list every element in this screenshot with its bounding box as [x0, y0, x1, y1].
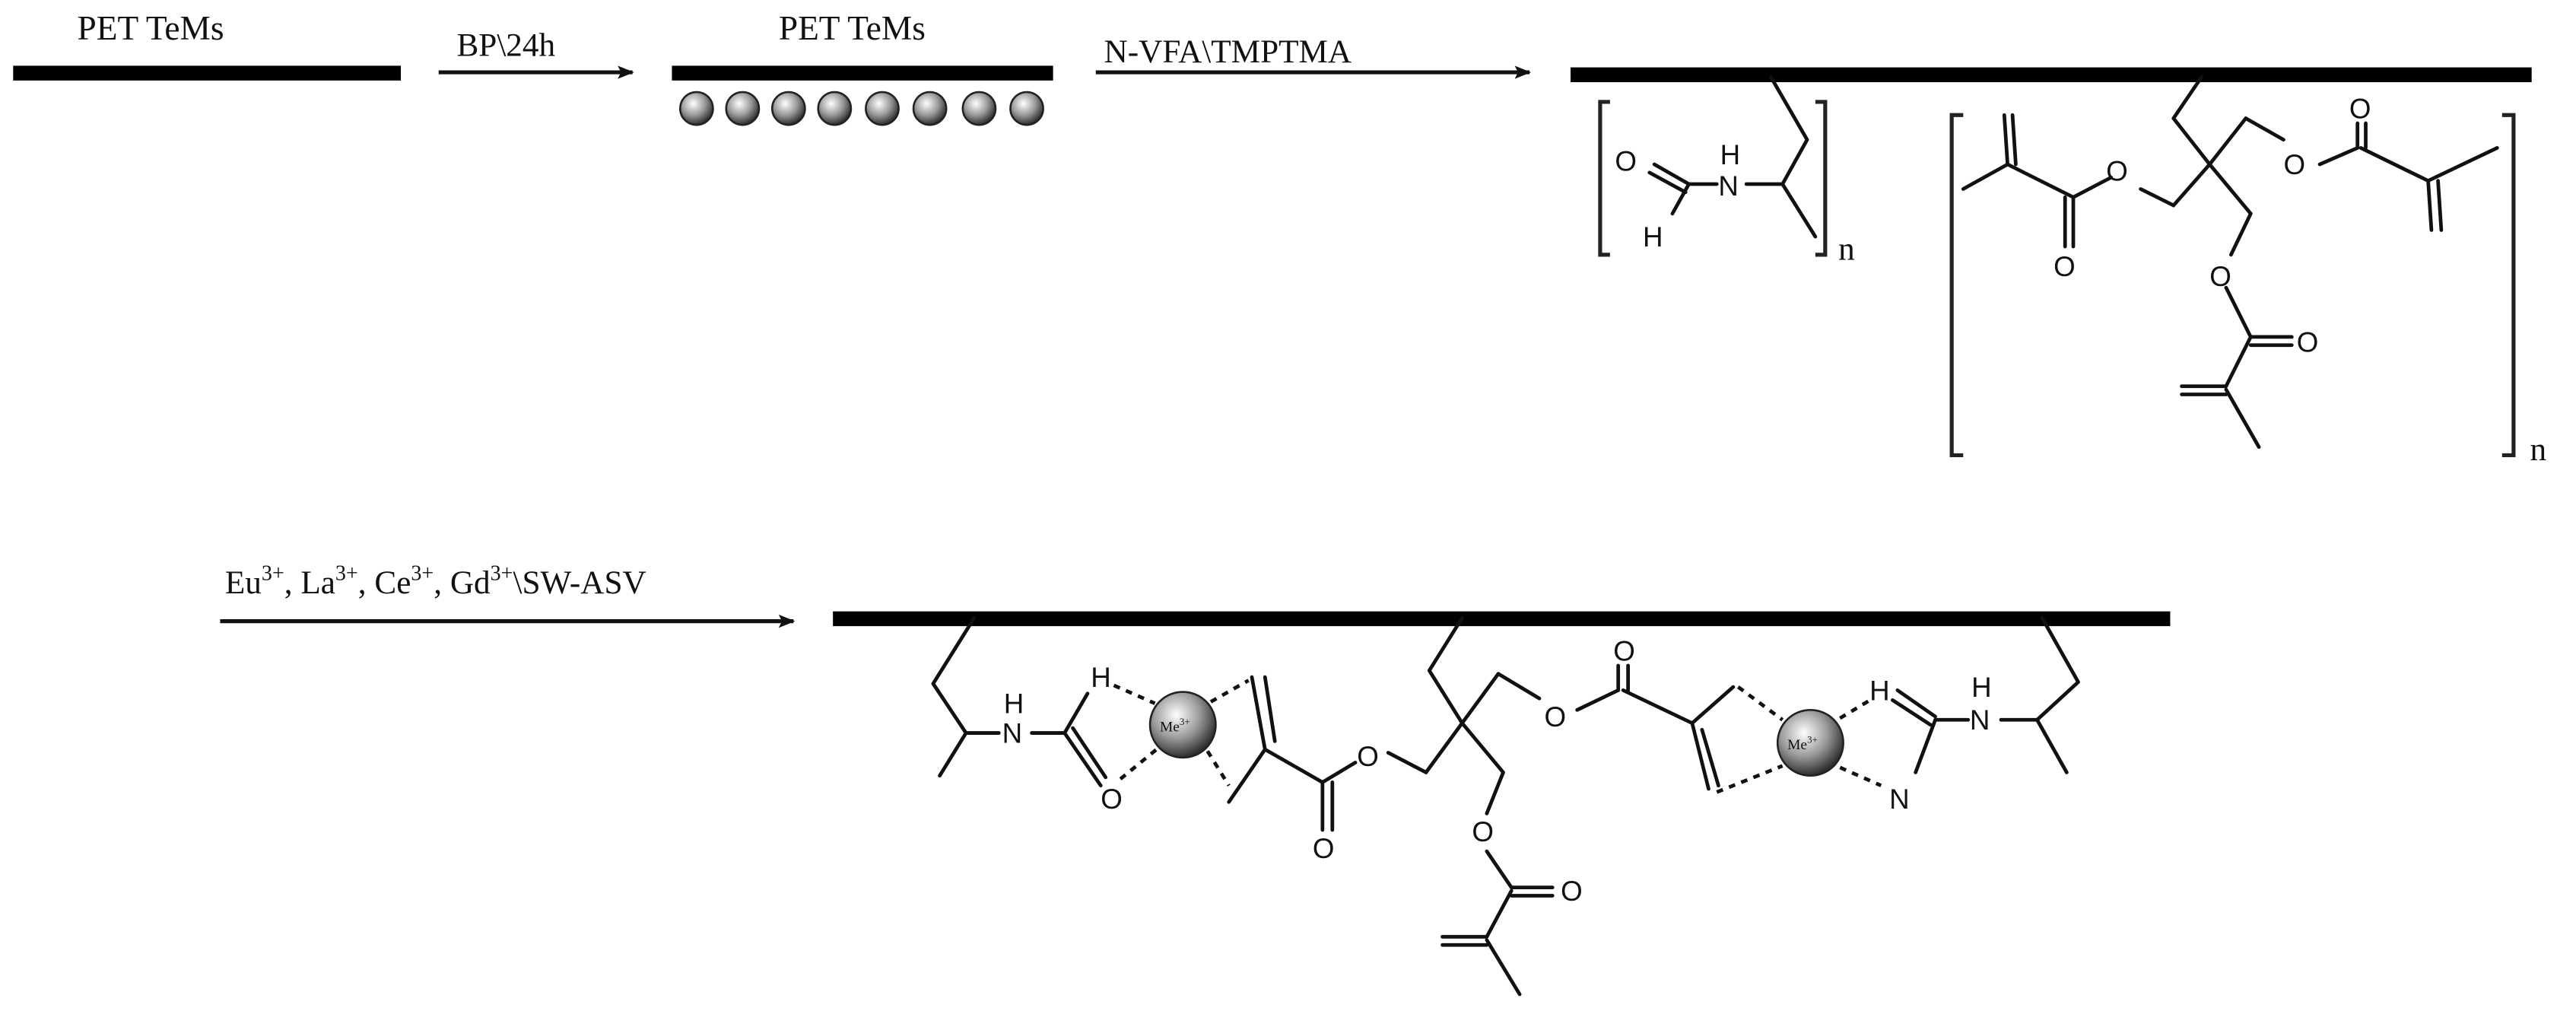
tmptma-repeat-unit: O O O O O O n: [1949, 75, 2547, 468]
step2-substrate: PET TeMs: [672, 9, 1053, 126]
repeat-n: n: [1838, 231, 1855, 267]
atom-o: O: [2053, 251, 2076, 282]
bead-icon: [678, 91, 714, 126]
atom-o: O: [1472, 816, 1494, 847]
bead-icon: [912, 91, 948, 126]
atom-n: N: [1718, 170, 1739, 202]
substrate-label: PET TeMs: [78, 9, 224, 47]
atom-n: N: [1002, 718, 1023, 749]
atom-o: O: [1544, 701, 1566, 733]
nvfa-repeat-unit: O H N H n: [1598, 75, 1855, 267]
bead-icon: [1009, 91, 1044, 126]
atom-o: O: [1313, 833, 1335, 864]
atom-o: O: [1613, 635, 1635, 666]
bead-icon: [817, 91, 853, 126]
bead-icon: [865, 91, 900, 126]
pet-membrane-bar: [13, 65, 402, 81]
atom-o: O: [1561, 876, 1583, 907]
atom-o: O: [2106, 156, 2128, 187]
atom-o: H: [1869, 675, 1890, 706]
bead-icon: [961, 91, 997, 126]
atom-o: O: [1615, 146, 1637, 177]
grafted-membrane-bar: [1571, 67, 2532, 83]
arrow-label-metals: Eu3+, La3+, Ce3+, Gd3+\SW-ASV: [225, 562, 646, 601]
atom-o: O: [2349, 94, 2371, 125]
pet-membrane-bar-2: [672, 65, 1053, 81]
atom-h: H: [1720, 139, 1741, 170]
metal-label: Me3+: [1787, 734, 1818, 754]
metal-ion-sphere-icon: [1776, 709, 1844, 777]
arrow-label-bp: BP\24h: [457, 27, 556, 63]
atom-o: O: [1357, 741, 1379, 772]
atom-h: N: [1889, 784, 1910, 815]
atom-o: O: [2297, 326, 2319, 358]
metal-complex-structure: H N H O Me3+ O O O: [931, 615, 2080, 997]
bead-icon: [770, 91, 806, 126]
atom-h: H: [1091, 662, 1111, 693]
substrate-label-2: PET TeMs: [779, 9, 926, 47]
bracket-right: [2501, 113, 2516, 458]
metal-label: Me3+: [1160, 716, 1190, 736]
step1-substrate: PET TeMs: [13, 9, 402, 81]
atom-o: O: [2209, 261, 2231, 292]
atom-h: H: [1004, 688, 1024, 720]
atom-h: H: [1971, 672, 1992, 703]
metal-ion-sphere-icon: [1148, 691, 1217, 759]
arrow-label-monomers: N-VFA\TMPTMA: [1104, 34, 1352, 70]
bead-icon: [725, 91, 761, 126]
atom-o: O: [2284, 149, 2306, 180]
bracket-right: [1815, 100, 1828, 257]
step2-arrow: N-VFA\TMPTMA: [1095, 34, 1532, 79]
repeat-n: n: [2530, 432, 2547, 468]
atom-h: H: [1643, 221, 1663, 253]
atom-o: O: [1101, 784, 1123, 815]
initiator-beads: [678, 91, 1044, 126]
step1-arrow: BP\24h: [438, 27, 634, 79]
complexed-membrane-bar: [833, 611, 2171, 627]
step4-arrow: Eu3+, La3+, Ce3+, Gd3+\SW-ASV: [220, 562, 796, 628]
bracket-left: [1598, 100, 1610, 257]
bracket-left: [1949, 113, 1964, 458]
atom-n: N: [1970, 704, 1990, 736]
